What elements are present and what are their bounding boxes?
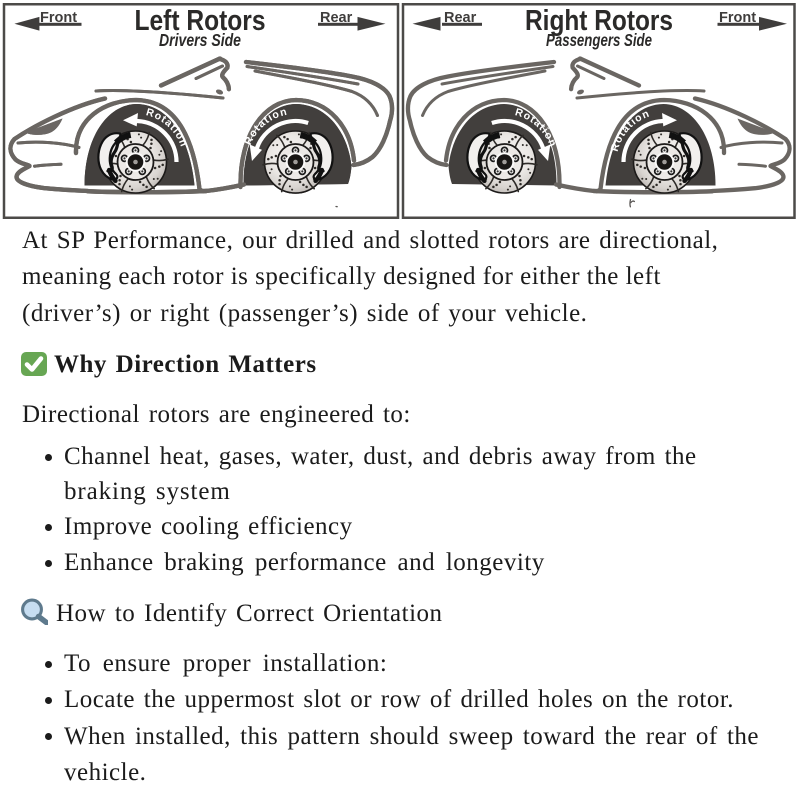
- svg-text:Rear: Rear: [444, 10, 477, 26]
- svg-text:Right Rotors: Right Rotors: [525, 5, 673, 37]
- svg-text:Front: Front: [719, 10, 756, 26]
- svg-text:Drivers Side: Drivers Side: [159, 30, 241, 50]
- svg-text:Left Rotors: Left Rotors: [135, 5, 266, 37]
- svg-text:Front: Front: [40, 10, 77, 26]
- svg-text:Passengers Side: Passengers Side: [546, 30, 652, 50]
- svg-text:Rear: Rear: [320, 10, 353, 26]
